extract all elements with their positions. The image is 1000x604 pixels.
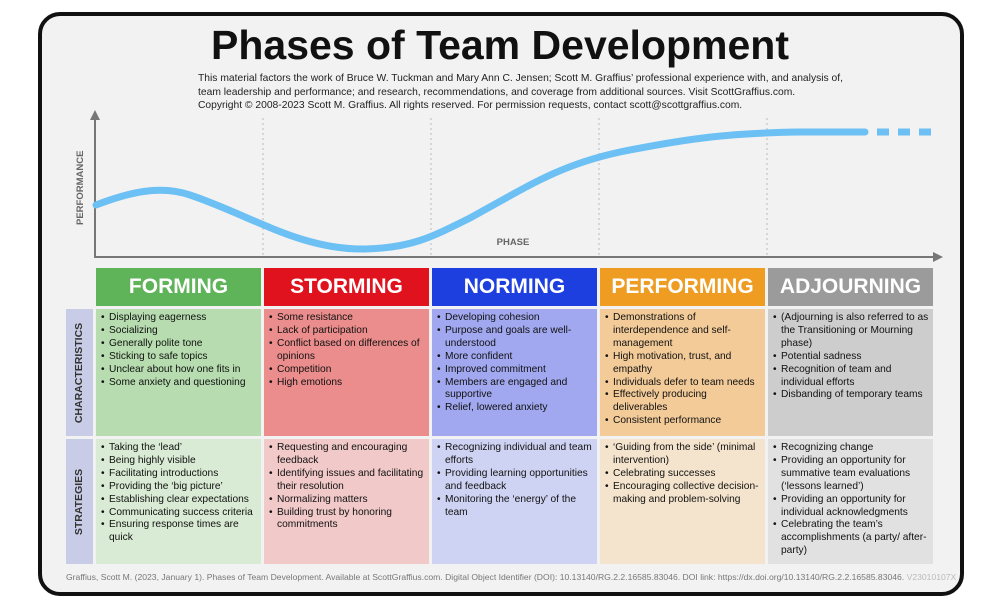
phase-header-performing: PERFORMING: [600, 268, 765, 306]
version-text: V23010107X: [906, 572, 957, 582]
list-item: Providing an opportunity for summative t…: [773, 455, 929, 494]
list-item: Relief, lowered anxiety: [437, 402, 593, 415]
list-item: Encouraging collective decision-making a…: [605, 481, 761, 507]
list-item: Sticking to safe topics: [101, 351, 257, 364]
row-label-characteristics: CHARACTERISTICS: [66, 309, 93, 436]
phase-header-forming: FORMING: [96, 268, 261, 306]
list-item: Unclear about how one fits in: [101, 364, 257, 377]
list-item: More confident: [437, 351, 593, 364]
list-item: Individuals defer to team needs: [605, 377, 761, 390]
list-item: Celebrating the team’s accomplishments (…: [773, 519, 929, 558]
list-item: Recognizing individual and team efforts: [437, 442, 593, 468]
y-axis-label: PERFORMANCE: [75, 151, 86, 225]
list-item: Competition: [269, 364, 425, 377]
list-item: High motivation, trust, and empathy: [605, 351, 761, 377]
forming-strategies: Taking the ‘lead’Being highly visibleFac…: [96, 439, 261, 564]
list-item: Requesting and encouraging feedback: [269, 442, 425, 468]
list-item: Providing the ‘big picture’: [101, 481, 257, 494]
list-item: Members are engaged and supportive: [437, 377, 593, 403]
intro-line: This material factors the work of Bruce …: [198, 73, 843, 84]
forming-characteristics: Displaying eagernessSocializingGenerally…: [96, 309, 261, 436]
y-axis-arrow: [90, 110, 100, 120]
list-item: Some resistance: [269, 312, 425, 325]
storming-strategies: Requesting and encouraging feedbackIdent…: [264, 439, 429, 564]
list-item: Generally polite tone: [101, 338, 257, 351]
adjourning-characteristics: (Adjourning is also referred to as the T…: [768, 309, 933, 436]
citation-footer: Graffius, Scott M. (2023, January 1). Ph…: [66, 572, 956, 582]
list-item: Purpose and goals are well-understood: [437, 325, 593, 351]
phase-header-norming: NORMING: [432, 268, 597, 306]
intro-line: team leadership and performance; and res…: [198, 86, 796, 98]
performance-curve: [92, 128, 869, 253]
x-axis-arrow: [933, 252, 943, 262]
x-axis-label: PHASE: [497, 237, 530, 248]
performing-strategies: ‘Guiding from the side’ (minimal interve…: [600, 439, 765, 564]
citation-text: Graffius, Scott M. (2023, January 1). Ph…: [66, 572, 905, 582]
storming-characteristics: Some resistanceLack of participationConf…: [264, 309, 429, 436]
page-title: Phases of Team Development: [211, 22, 789, 68]
list-item: Effectively producing deliverables: [605, 389, 761, 415]
row-label-strategies: STRATEGIES: [66, 439, 93, 564]
list-item: ‘Guiding from the side’ (minimal interve…: [605, 442, 761, 468]
intro-line: Copyright © 2008-2023 Scott M. Graffius.…: [198, 100, 743, 111]
list-item: Consistent performance: [605, 415, 761, 428]
list-item: Recognizing change: [773, 442, 929, 455]
list-item: High emotions: [269, 377, 425, 390]
norming-strategies: Recognizing individual and team effortsP…: [432, 439, 597, 564]
list-item: Taking the ‘lead’: [101, 442, 257, 455]
list-item: Improved commitment: [437, 364, 593, 377]
list-item: Celebrating successes: [605, 468, 761, 481]
list-item: Potential sadness: [773, 351, 929, 364]
list-item: Recognition of team and individual effor…: [773, 364, 929, 390]
list-item: Providing an opportunity for individual …: [773, 494, 929, 520]
phase-header-storming: STORMING: [264, 268, 429, 306]
list-item: Communicating success criteria: [101, 507, 257, 520]
list-item: Socializing: [101, 325, 257, 338]
list-item: Some anxiety and questioning: [101, 377, 257, 390]
list-item: Ensuring response times are quick: [101, 519, 257, 545]
list-item: Building trust by honoring commitments: [269, 507, 425, 533]
row-label-text: CHARACTERISTICS: [73, 322, 86, 423]
list-item: Disbanding of temporary teams: [773, 389, 929, 402]
list-item: Lack of participation: [269, 325, 425, 338]
phase-header-adjourning: ADJOURNING: [768, 268, 933, 306]
list-item: Being highly visible: [101, 455, 257, 468]
list-item: Identifying issues and facilitating thei…: [269, 468, 425, 494]
list-item: Conflict based on differences of opinion…: [269, 338, 425, 364]
list-item: Developing cohesion: [437, 312, 593, 325]
list-item: Normalizing matters: [269, 494, 425, 507]
norming-characteristics: Developing cohesionPurpose and goals are…: [432, 309, 597, 436]
performance-chart: PERFORMANCE PHASE: [75, 110, 943, 262]
list-item: Demonstrations of interdependence and se…: [605, 312, 761, 351]
list-item: (Adjourning is also referred to as the T…: [773, 312, 929, 351]
intro-text: This material factors the work of Bruce …: [198, 72, 843, 113]
list-item: Displaying eagerness: [101, 312, 257, 325]
performing-characteristics: Demonstrations of interdependence and se…: [600, 309, 765, 436]
list-item: Monitoring the ‘energy’ of the team: [437, 494, 593, 520]
adjourning-strategies: Recognizing changeProviding an opportuni…: [768, 439, 933, 564]
row-label-text: STRATEGIES: [73, 468, 86, 535]
list-item: Establishing clear expectations: [101, 494, 257, 507]
list-item: Facilitating introductions: [101, 468, 257, 481]
list-item: Providing learning opportunities and fee…: [437, 468, 593, 494]
